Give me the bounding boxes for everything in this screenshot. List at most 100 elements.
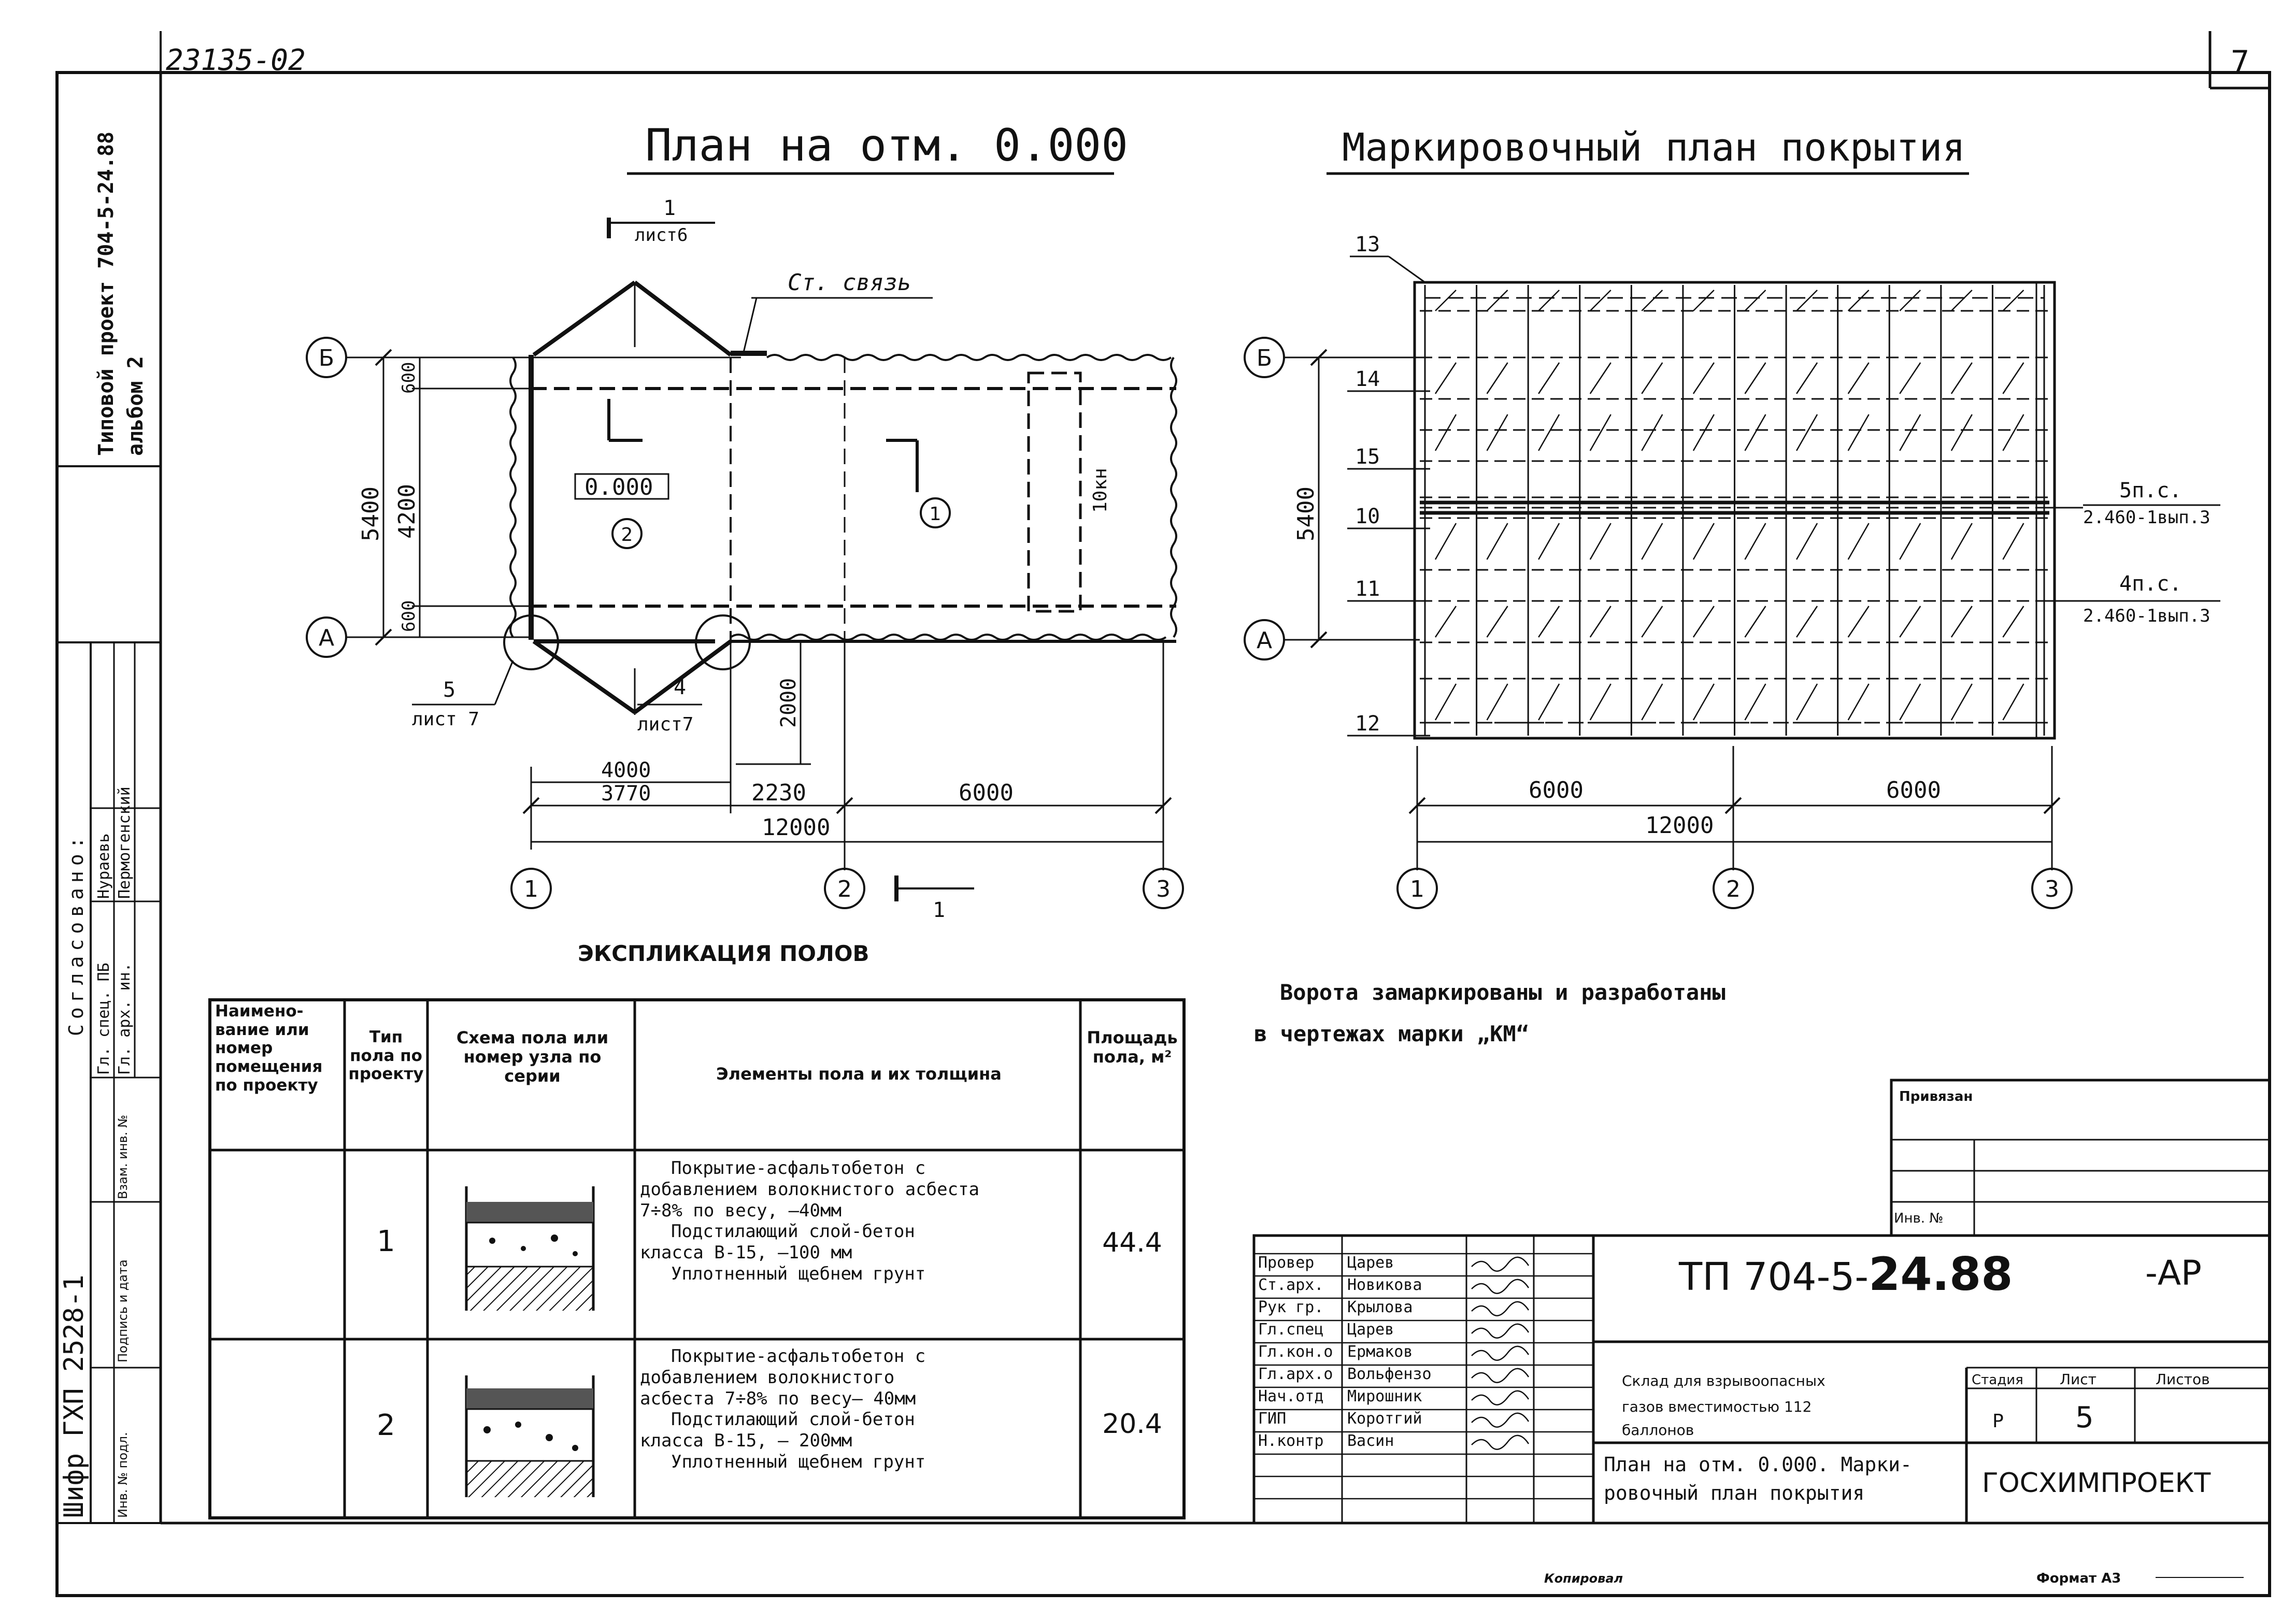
floor-element-line: Подстилающий слой-бетон (671, 1409, 915, 1430)
tb-project-code: ТП 704-5-24.88 (1678, 1247, 2013, 1301)
roof-grid-line (1847, 606, 1870, 638)
side-agreed-name-1: Нураевь (95, 834, 113, 899)
roof-grid-line (1486, 290, 1508, 311)
roof-grid-line (2002, 414, 2024, 451)
roof-grid-line (1589, 290, 1612, 311)
roof-grid-line (1899, 606, 1921, 638)
rp-note-4: 4п.с. (2119, 572, 2181, 596)
roof-grid-line (1538, 606, 1560, 638)
roof-grid-line (1486, 683, 1508, 721)
roof-grid-line (1744, 414, 1766, 451)
roof-grid-line (1434, 414, 1457, 451)
roof-grid-line (1641, 362, 1663, 394)
floor-element-line: Покрытие-асфальтобетон с (671, 1346, 926, 1367)
roof-grid-line (2002, 362, 2024, 394)
roof-grid-line (1641, 606, 1663, 638)
explication-title: ЭКСПЛИКАЦИЯ ПОЛОВ (578, 941, 869, 966)
format-label: Формат А3 (2036, 1571, 2121, 1586)
floor-element-line: добавлением волокнистого (640, 1367, 895, 1388)
tb-project-suffix: -АР (2145, 1253, 2202, 1293)
node-5-num: 5 (443, 678, 455, 702)
explication-row-1-type: 1 (377, 1225, 395, 1258)
roof-grid-line (1795, 523, 1818, 560)
roof-grid-line (1486, 606, 1508, 638)
tb-staff-name: Царев (1347, 1320, 1394, 1339)
roof-grid-line (1538, 683, 1560, 721)
roof-grid-line (1435, 290, 1457, 311)
explication-header-type: Тип пола по проекту (348, 1028, 424, 1084)
roof-grid-line (1899, 414, 1921, 451)
roof-grid-line (1796, 362, 1818, 394)
roof-grid-line (1950, 290, 1973, 311)
roof-grid-line (1434, 523, 1457, 560)
roof-grid-line (1486, 362, 1508, 394)
fp-dim-600-bot: 600 (398, 600, 419, 632)
roof-grid-line (1744, 683, 1766, 721)
fp-axis-b: Б (319, 345, 334, 371)
tb-staff-role: ГИП (1258, 1410, 1286, 1428)
tb-object-l3: баллонов (1622, 1422, 1694, 1439)
fp-room-2: 2 (621, 524, 633, 546)
archive-code: 23135-02 (166, 44, 306, 77)
rp-dim-6000-b: 6000 (1886, 777, 1941, 803)
tb-staff-role: Гл.арх.о (1258, 1365, 1333, 1383)
roof-mark-10: 10 (1355, 505, 1380, 528)
tb-staff-role: Н.контр (1258, 1432, 1323, 1450)
tie-label: Ст. связь (788, 269, 911, 296)
explication-header-room: Наимено-вание или номер помещения по про… (215, 1002, 323, 1095)
roof-grid-line (1847, 414, 1870, 451)
roof-grid-line (1434, 683, 1457, 721)
section-mark-bottom: 1 (933, 898, 945, 922)
fp-dim-2230: 2230 (751, 780, 806, 806)
roof-grid-line (1641, 290, 1663, 311)
floor-element-line: асбеста 7÷8% по весу– 40мм (640, 1388, 916, 1409)
side-project-code: Типовой проект 704-5-24.88 (94, 132, 118, 456)
floor-element-line: Уплотненный щебнем грунт (671, 1263, 926, 1284)
rp-axis-3: 3 (2045, 876, 2059, 902)
side-agreed-role-2: Гл. арх. ин. (116, 963, 134, 1075)
roof-grid-line (1692, 362, 1715, 394)
roof-grid-line (1744, 523, 1766, 560)
roof-grid-line (1486, 523, 1508, 560)
roof-grid-line (1434, 362, 1457, 394)
roof-grid-line (1899, 290, 1921, 311)
rp-note-4-ref: 2.460-1вып.3 (2083, 606, 2211, 626)
roof-mark-12: 12 (1355, 712, 1380, 736)
roof-grid-line (1795, 683, 1818, 721)
signature-mark (1471, 1323, 1530, 1339)
floor-scheme-1 (465, 1186, 595, 1311)
explication-row-1-area: 44.4 (1102, 1227, 1162, 1258)
roof-grid-line (1899, 683, 1921, 721)
roof-grid-line (1950, 683, 1973, 721)
roof-grid-line (1589, 683, 1612, 721)
section-mark-top-num: 1 (663, 196, 676, 220)
tb-object-l1: Склад для взрывоопасных (1622, 1372, 1826, 1389)
roof-grid-line (1795, 414, 1818, 451)
fp-level-mark: 0.000 (584, 474, 653, 500)
roof-plan: Маркировочный план покрытия 13 14 15 10 … (1244, 125, 2220, 1046)
signature-mark (1471, 1434, 1530, 1450)
fp-dim-6000: 6000 (959, 780, 1014, 806)
fp-dim-5400: 5400 (358, 486, 384, 541)
roof-grid-line (1538, 523, 1560, 560)
roof-grid-line (1693, 290, 1715, 311)
tb-sheet-value: 5 (2075, 1401, 2094, 1434)
tb-staff-role: Провер (1258, 1254, 1314, 1272)
tb-staff-role: Гл.кон.о (1258, 1343, 1333, 1361)
title-block-grid (1252, 1079, 2271, 1525)
fp-dim-2000: 2000 (777, 678, 801, 728)
roof-grid-line (2002, 683, 2024, 721)
roof-grid-line (1950, 414, 1973, 451)
roof-grid-line (1589, 414, 1612, 451)
rp-dim-6000-a: 6000 (1529, 777, 1584, 803)
roof-grid-line (1538, 290, 1560, 311)
floor-plan: План на отм. 0.000 1 лист6 Ст. связь Б А… (306, 120, 1184, 922)
roof-grid-line (1744, 606, 1766, 638)
fp-axis-2: 2 (837, 876, 852, 902)
roof-grid-line (1950, 606, 1973, 638)
side-field-inventory: Инв. № подл. (116, 1432, 130, 1518)
explication-row-2-area: 20.4 (1102, 1409, 1162, 1440)
